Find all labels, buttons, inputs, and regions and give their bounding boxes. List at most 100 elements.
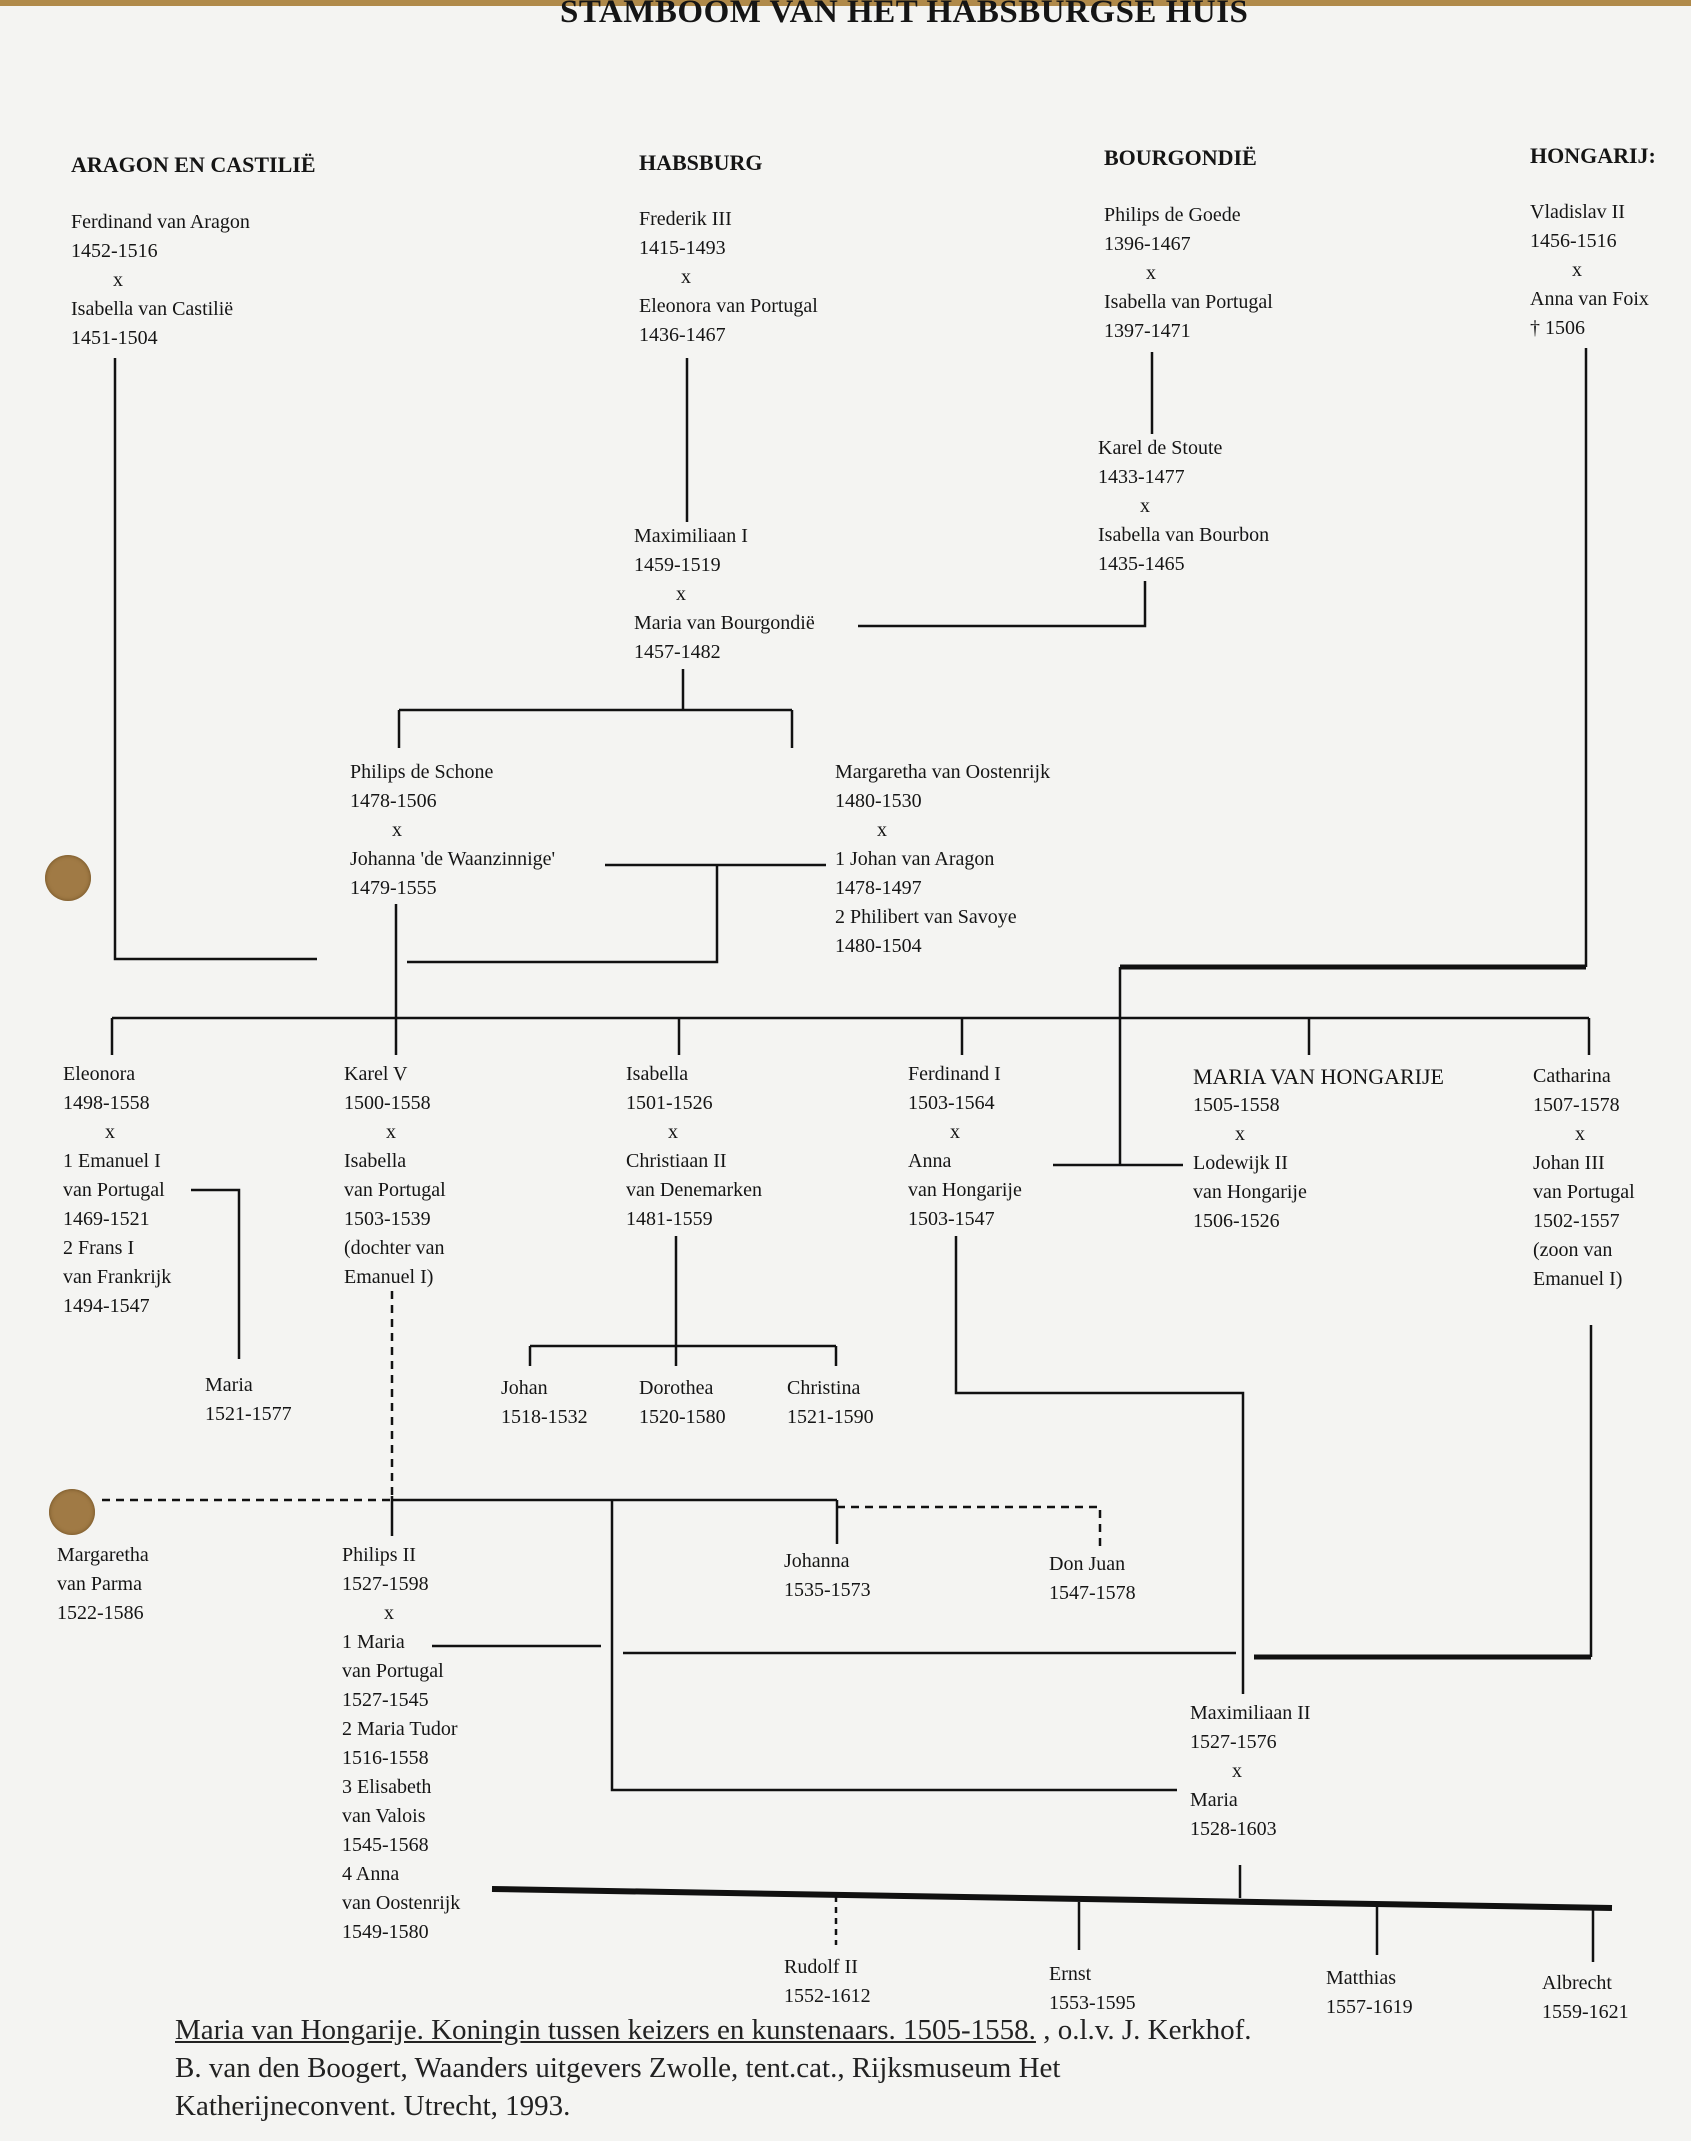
person-line: Ernst: [1049, 1963, 1092, 1985]
line-grandchildren-bar: [491, 1886, 1613, 1911]
person-line: 1552-1612: [784, 1985, 871, 2007]
person-line: Margaretha: [57, 1544, 149, 1566]
person-line: 1527-1576: [1190, 1731, 1277, 1753]
marriage-marker: x: [392, 819, 402, 841]
person-line: Lodewijk II: [1193, 1152, 1288, 1174]
person-line: van Parma: [57, 1573, 142, 1595]
line-grandchildren: [1077, 1902, 1595, 1962]
citation: Maria van Hongarije. Koningin tussen kei…: [175, 2011, 1252, 2125]
person-block-margaretha-parma: Margaretha van Parma 1522-1586: [57, 1541, 149, 1628]
marriage-marker: x: [1235, 1123, 1245, 1145]
person-line: 1521-1577: [205, 1403, 292, 1425]
line-ferdinand-i: [954, 1236, 1245, 1694]
marriage-marker: x: [950, 1121, 960, 1143]
person-line: 1479-1555: [350, 877, 437, 899]
citation-place: Katherijneconvent. Utrecht, 1993.: [175, 2090, 571, 2122]
person-line: 1503-1539: [344, 1208, 431, 1230]
line-children-bar: [110, 1016, 1591, 1055]
marriage-marker: x: [877, 819, 887, 841]
line-johanna-marriage: [407, 863, 826, 964]
paper-edge: [0, 0, 1691, 6]
person-line: van Hongarije: [1193, 1181, 1307, 1203]
person-line: 2 Maria Tudor: [342, 1718, 458, 1740]
person-line: Christina: [787, 1377, 861, 1399]
person-line: Isabella: [626, 1063, 689, 1085]
person-line: MARIA VAN HONGARIJE: [1193, 1064, 1444, 1089]
person-line: 1436-1467: [639, 324, 726, 346]
person-line: van Portugal: [63, 1179, 165, 1201]
person-line: Eleonora: [63, 1063, 136, 1085]
line-aragon: [113, 358, 317, 961]
person-line: Isabella: [344, 1150, 407, 1172]
person-line: Johan: [501, 1377, 548, 1399]
house-bourgondie-heading: BOURGONDIË: [1104, 145, 1257, 170]
person-line: 1502-1557: [1533, 1210, 1620, 1232]
person-line: Philips de Goede: [1104, 204, 1241, 226]
person-line: (dochter van: [344, 1237, 445, 1259]
punch-hole: [49, 1489, 95, 1535]
person-line: Philips de Schone: [350, 761, 494, 783]
person-line: 1452-1516: [71, 240, 158, 262]
person-line: 1478-1497: [835, 877, 922, 899]
page-title: STAMBOOM VAN HET HABSBURGSE HUIS: [560, 0, 1249, 30]
person-line: 3 Elisabeth: [342, 1776, 432, 1798]
person-line: 1 Maria: [342, 1631, 405, 1653]
marriage-marker: x: [1232, 1760, 1242, 1782]
person-line: 1457-1482: [634, 641, 721, 663]
person-block-rudolf-ii: Rudolf II 1552-1612: [784, 1953, 871, 2011]
person-line: Rudolf II: [784, 1956, 858, 1978]
person-line: Eleonora van Portugal: [639, 295, 818, 317]
person-line: 1480-1530: [835, 790, 922, 812]
person-line: 1456-1516: [1530, 230, 1617, 252]
marriage-marker: x: [1140, 495, 1150, 517]
person-line: 2 Philibert van Savoye: [835, 906, 1017, 928]
person-line: Ferdinand van Aragon: [71, 211, 250, 233]
punch-hole: [45, 855, 91, 901]
line-philips-ii-maria: [432, 1644, 1236, 1655]
person-line: † 1506: [1530, 317, 1585, 339]
citation-title: Maria van Hongarije. Koningin tussen kei…: [175, 2014, 1036, 2046]
person-line: van Frankrijk: [63, 1266, 172, 1288]
marriage-marker: x: [105, 1121, 115, 1143]
line-max-i-children: [397, 669, 794, 748]
person-line: Christiaan II: [626, 1150, 727, 1172]
person-line: Dorothea: [639, 1377, 714, 1399]
person-line: 1 Johan van Aragon: [835, 848, 995, 870]
person-line: 1501-1526: [626, 1092, 713, 1114]
marriage-marker: x: [1146, 262, 1156, 284]
person-line: Catharina: [1533, 1065, 1611, 1087]
person-line: Vladislav II: [1530, 201, 1625, 223]
person-line: 1521-1590: [787, 1406, 874, 1428]
person-line: 1549-1580: [342, 1921, 429, 1943]
person-line: Anna: [908, 1150, 952, 1172]
person-line: Johan III: [1533, 1152, 1605, 1174]
person-line: 1397-1471: [1104, 320, 1191, 342]
person-line: 1435-1465: [1098, 553, 1185, 575]
person-line: 1433-1477: [1098, 466, 1185, 488]
person-line: 1527-1598: [342, 1573, 429, 1595]
person-line: 1506-1526: [1193, 1210, 1280, 1232]
person-line: Isabella van Portugal: [1104, 291, 1273, 313]
person-line: van Portugal: [1533, 1181, 1635, 1203]
person-line: Ferdinand I: [908, 1063, 1001, 1085]
line-christiaan-children: [528, 1236, 838, 1366]
person-line: Maria: [1190, 1789, 1238, 1811]
citation-editor: , o.l.v. J. Kerkhof.: [1035, 2014, 1252, 2046]
person-line: 1480-1504: [835, 935, 922, 957]
marriage-marker: x: [113, 269, 123, 291]
person-line: 1522-1586: [57, 1602, 144, 1624]
